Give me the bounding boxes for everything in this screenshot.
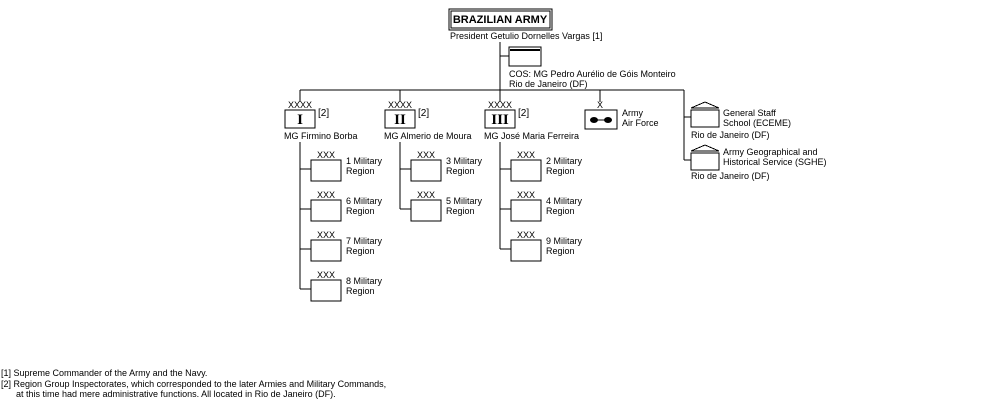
region-8: XXX 8 Military Region: [300, 270, 383, 302]
footnote-1: [1] Supreme Commander of the Army and th…: [1, 368, 207, 378]
cos-name: COS: MG Pedro Aurélio de Góis Monteiro: [509, 69, 676, 79]
region-2-suffix: Region: [546, 166, 575, 176]
region-9-suffix: Region: [546, 246, 575, 256]
group-iii-commander: MG José Maria Ferreira: [484, 131, 579, 141]
region-7-suffix: Region: [346, 246, 375, 256]
region-7-echelon-symbol: XXX: [317, 230, 335, 240]
region-7-name: 7 Military: [346, 236, 383, 246]
group-ii-echelon-symbol: XXXX: [388, 100, 412, 110]
region-3-suffix: Region: [446, 166, 475, 176]
region-2-echelon-symbol: XXX: [517, 150, 535, 160]
region-5-name: 5 Military: [446, 196, 483, 206]
army-title: BRAZILIAN ARMY: [453, 14, 548, 26]
sghe-name: Army Geographical and: [723, 147, 818, 157]
group-ii: XXXX II [2] MG Almerio de Moura XXX 3 Mi…: [384, 100, 483, 222]
group-i-box: [284, 109, 316, 129]
region-6-name: 6 Military: [346, 196, 383, 206]
group-i-commander: MG Firmino Borba: [284, 131, 358, 141]
region-6-box: [310, 199, 342, 222]
sghe-name-line2: Historical Service (SGHE): [723, 157, 827, 167]
group-iii-numeral: III: [491, 112, 509, 128]
group-iii-echelon-symbol: XXXX: [488, 100, 512, 110]
propeller-icon: [590, 117, 612, 123]
school-building-icon: [690, 101, 720, 128]
footnote-2-continued: at this time had mere administrative fun…: [1, 389, 336, 399]
region-4-name: 4 Military: [546, 196, 583, 206]
service-building-icon: [690, 144, 720, 171]
group-iii-note: [2]: [518, 108, 529, 119]
air-force-suffix: Air Force: [622, 118, 659, 128]
air-force-echelon-symbol: X: [597, 100, 603, 110]
cos-box: [508, 46, 542, 67]
region-8-echelon-symbol: XXX: [317, 270, 335, 280]
group-i-note: [2]: [318, 108, 329, 119]
group-i-numeral: I: [297, 112, 303, 128]
group-ii-box: [384, 109, 416, 129]
region-3-name: 3 Military: [446, 156, 483, 166]
region-3: XXX 3 Military Region: [400, 150, 483, 182]
region-3-echelon-symbol: XXX: [417, 150, 435, 160]
geographical-historical-service: Army Geographical and Historical Service…: [690, 144, 827, 181]
chief-of-staff: COS: MG Pedro Aurélio de Góis Monteiro R…: [500, 46, 676, 89]
region-6-suffix: Region: [346, 206, 375, 216]
region-7: XXX 7 Military Region: [300, 230, 383, 262]
sghe-location: Rio de Janeiro (DF): [691, 171, 770, 181]
group-i-echelon-symbol: XXXX: [288, 100, 312, 110]
region-1-name: 1 Military: [346, 156, 383, 166]
region-9-box: [510, 239, 542, 262]
region-1-suffix: Region: [346, 166, 375, 176]
region-1-box: [310, 159, 342, 182]
region-2: XXX 2 Military Region: [500, 150, 583, 182]
footnote-2: [2] Region Group Inspectorates, which co…: [1, 379, 386, 389]
general-staff-school: General Staff School (ECEME) Rio de Jane…: [690, 101, 791, 140]
group-ii-numeral: II: [394, 112, 406, 128]
region-1: XXX 1 Military Region: [300, 150, 383, 182]
group-iii: XXXX III [2] MG José Maria Ferreira XXX …: [484, 100, 583, 262]
top-command-inner-frame: [450, 10, 551, 29]
eceme-name-line2: School (ECEME): [723, 118, 791, 128]
region-9: XXX 9 Military Region: [500, 230, 583, 262]
cos-location: Rio de Janeiro (DF): [509, 79, 588, 89]
region-8-name: 8 Military: [346, 276, 383, 286]
region-6: XXX 6 Military Region: [300, 190, 383, 222]
group-ii-commander: MG Almerio de Moura: [384, 131, 472, 141]
supreme-commander: President Getulio Dornelles Vargas [1]: [450, 31, 602, 41]
region-5-echelon-symbol: XXX: [417, 190, 435, 200]
eceme-name: General Staff: [723, 108, 776, 118]
region-4-echelon-symbol: XXX: [517, 190, 535, 200]
region-2-box: [510, 159, 542, 182]
group-i: XXXX I [2] MG Firmino Borba XXX 1 Milita…: [284, 100, 383, 302]
region-5-suffix: Region: [446, 206, 475, 216]
army-air-force: X Army Air Force: [584, 100, 659, 130]
region-7-box: [310, 239, 342, 262]
region-6-echelon-symbol: XXX: [317, 190, 335, 200]
footnotes: [1] Supreme Commander of the Army and th…: [1, 368, 386, 399]
air-force-name: Army: [622, 108, 643, 118]
group-iii-box: [484, 109, 516, 129]
region-5-box: [410, 199, 442, 222]
region-9-name: 9 Military: [546, 236, 583, 246]
region-4: XXX 4 Military Region: [500, 190, 583, 222]
region-3-box: [410, 159, 442, 182]
region-9-echelon-symbol: XXX: [517, 230, 535, 240]
region-4-box: [510, 199, 542, 222]
region-1-echelon-symbol: XXX: [317, 150, 335, 160]
region-4-suffix: Region: [546, 206, 575, 216]
region-8-suffix: Region: [346, 286, 375, 296]
region-5: XXX 5 Military Region: [400, 190, 483, 222]
top-command: BRAZILIAN ARMY President Getulio Dornell…: [448, 8, 602, 41]
top-command-box: [448, 8, 553, 31]
group-ii-note: [2]: [418, 108, 429, 119]
region-2-name: 2 Military: [546, 156, 583, 166]
eceme-location: Rio de Janeiro (DF): [691, 130, 770, 140]
region-8-box: [310, 279, 342, 302]
